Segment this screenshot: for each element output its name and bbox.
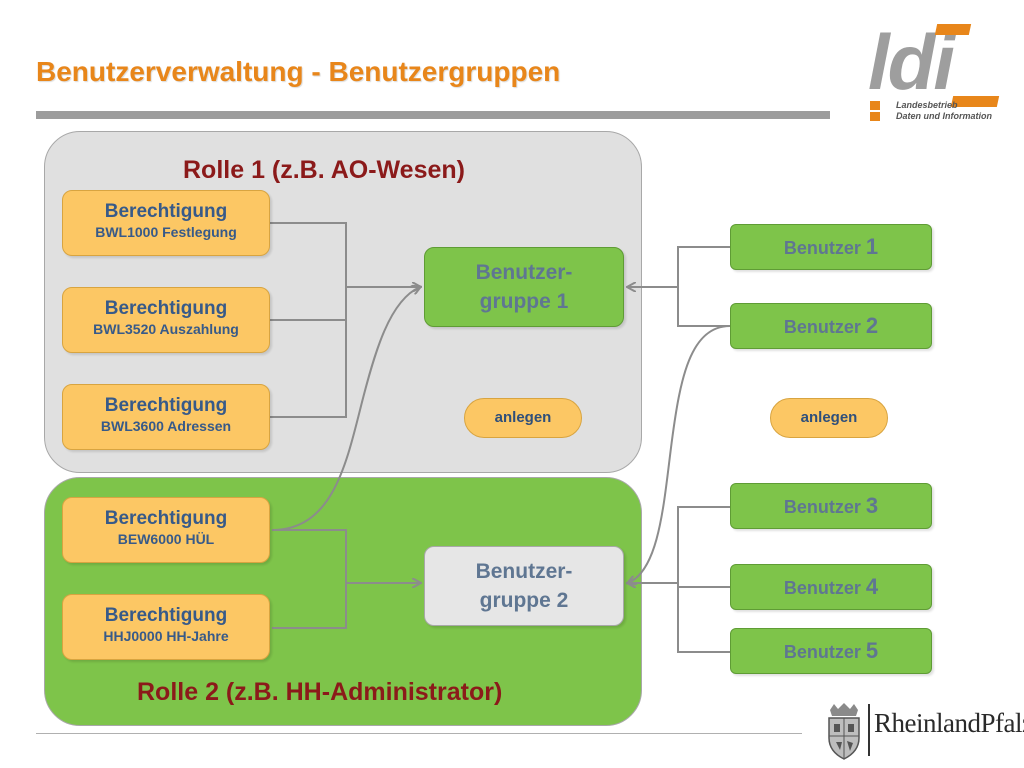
user-number: 4 bbox=[865, 574, 879, 599]
connector-permission-4-5 bbox=[272, 529, 347, 629]
footer-divider bbox=[36, 733, 802, 734]
user-group-1[interactable]: Benutzer- gruppe 1 bbox=[424, 247, 624, 327]
group-label-line1: Benutzer- bbox=[475, 560, 573, 583]
user-number: 3 bbox=[865, 493, 879, 518]
user-label: Benutzer bbox=[783, 578, 861, 598]
coat-of-arms-icon bbox=[828, 703, 860, 760]
user-group-2[interactable]: Benutzer- gruppe 2 bbox=[424, 546, 624, 626]
permission-heading: Berechtigung bbox=[104, 201, 228, 222]
ldi-logo-line2: Daten und Information bbox=[896, 111, 992, 121]
user-number: 2 bbox=[865, 313, 879, 338]
connector-curve-bew6000 bbox=[271, 287, 420, 531]
user-3[interactable]: Benutzer 3 bbox=[730, 483, 932, 529]
role-2-title: Rolle 2 (z.B. HH-Administrator) bbox=[137, 678, 503, 706]
permission-code: BWL3600 Adressen bbox=[100, 418, 232, 434]
user-2[interactable]: Benutzer 2 bbox=[730, 303, 932, 349]
user-label: Benutzer bbox=[783, 238, 861, 258]
permission-hhj0000[interactable]: Berechtigung HHJ0000 HH-Jahre bbox=[62, 594, 270, 660]
group-label-line2: gruppe 2 bbox=[479, 589, 569, 612]
role-1-title: Rolle 1 (z.B. AO-Wesen) bbox=[183, 156, 465, 184]
connector-users-3-5 bbox=[677, 506, 730, 653]
user-4[interactable]: Benutzer 4 bbox=[730, 564, 932, 610]
permission-bwl3600[interactable]: Berechtigung BWL3600 Adressen bbox=[62, 384, 270, 450]
user-1[interactable]: Benutzer 1 bbox=[730, 224, 932, 270]
create-group-button[interactable]: anlegen bbox=[464, 398, 582, 438]
ldi-square-icon bbox=[870, 101, 880, 110]
logo-separator bbox=[868, 704, 870, 756]
user-number: 5 bbox=[865, 638, 879, 663]
user-label: Benutzer bbox=[783, 497, 861, 517]
ldi-square-icon bbox=[870, 112, 880, 121]
user-label: Benutzer bbox=[783, 317, 861, 337]
group-label-line1: Benutzer- bbox=[475, 261, 573, 284]
group-label-line2: gruppe 1 bbox=[479, 290, 569, 313]
permission-bew6000[interactable]: Berechtigung BEW6000 HÜL bbox=[62, 497, 270, 563]
connector-curve-user-2 bbox=[628, 325, 731, 583]
title-divider bbox=[36, 111, 830, 119]
permission-heading: Berechtigung bbox=[104, 298, 228, 319]
permission-code: BEW6000 HÜL bbox=[117, 531, 215, 547]
ldi-logo-line1: Landesbetrieb bbox=[896, 100, 958, 110]
ldi-logo: ldi Landesbetrieb Daten und Information bbox=[858, 18, 1008, 122]
rheinland-pfalz-logo: RheinlandPfalz bbox=[822, 700, 1024, 762]
user-label: Benutzer bbox=[783, 642, 861, 662]
permission-code: HHJ0000 HH-Jahre bbox=[103, 628, 229, 644]
permission-heading: Berechtigung bbox=[104, 605, 228, 626]
permission-bwl3520[interactable]: Berechtigung BWL3520 Auszahlung bbox=[62, 287, 270, 353]
page-title: Benutzerverwaltung - Benutzergruppen bbox=[36, 56, 561, 87]
connector-users-1-2 bbox=[677, 246, 730, 327]
permission-bwl1000[interactable]: Berechtigung BWL1000 Festlegung bbox=[62, 190, 270, 256]
rheinland-pfalz-wordmark: RheinlandPfalz bbox=[874, 708, 1024, 738]
permission-heading: Berechtigung bbox=[104, 395, 228, 416]
user-5[interactable]: Benutzer 5 bbox=[730, 628, 932, 674]
permission-code: BWL1000 Festlegung bbox=[95, 224, 237, 240]
create-user-button[interactable]: anlegen bbox=[770, 398, 888, 438]
permission-code: BWL3520 Auszahlung bbox=[93, 321, 239, 337]
permission-heading: Berechtigung bbox=[104, 508, 228, 529]
user-number: 1 bbox=[865, 234, 879, 259]
